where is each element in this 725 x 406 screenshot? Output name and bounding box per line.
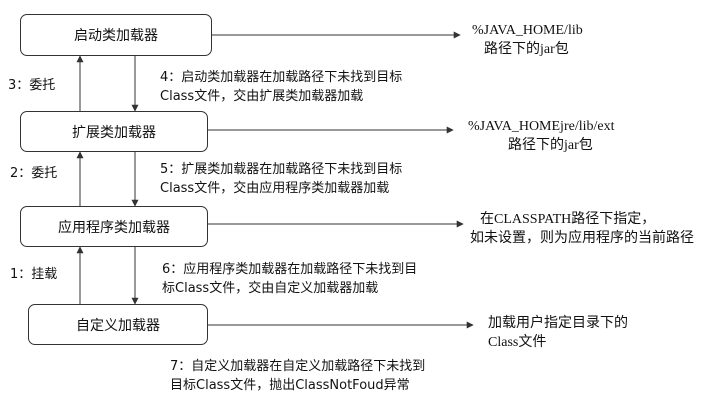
step5-line1: 5：扩展类加载器在加载路径下未找到目标: [160, 162, 403, 177]
bootstrap-classloader-box: 启动类加载器: [20, 14, 212, 56]
application-path-line2: 如未设置，则为应用程序的当前路径: [470, 231, 694, 246]
step6-line2: 标Class文件，交由自定义加载器加载: [162, 281, 379, 296]
step6-text: 6：应用程序类加载器在加载路径下未找到目 标Class文件，交由自定义加载器加载: [162, 260, 417, 298]
step7-line2: 目标Class文件，抛出ClassNotFoud异常: [170, 378, 410, 393]
application-path-text: 在CLASSPATH路径下指定， 如未设置，则为应用程序的当前路径: [470, 210, 694, 248]
step4-line2: Class文件，交由扩展类加载器加载: [160, 89, 364, 104]
step7-text: 7：自定义加载器在自定义加载路径下未找到 目标Class文件，抛出ClassNo…: [170, 357, 425, 395]
extension-path-line2: 路径下的jar包: [508, 138, 593, 153]
mount-label: 1：挂载: [10, 267, 58, 282]
delegate-label-mid: 2：委托: [10, 166, 58, 181]
extension-classloader-box: 扩展类加载器: [20, 111, 208, 152]
step6-line1: 6：应用程序类加载器在加载路径下未找到目: [162, 262, 418, 277]
extension-path-line1: %JAVA_HOMEjre/lib/ext: [468, 119, 615, 134]
custom-classloader-box: 自定义加载器: [28, 304, 208, 345]
application-path-line1: 在CLASSPATH路径下指定，: [480, 212, 656, 227]
bootstrap-path-text: %JAVA_HOME/lib 路径下的jar包: [472, 21, 583, 59]
step4-text: 4：启动类加载器在加载路径下未找到目标 Class文件，交由扩展类加载器加载: [160, 68, 402, 106]
extension-path-text: %JAVA_HOMEjre/lib/ext 路径下的jar包: [468, 117, 614, 155]
step4-line1: 4：启动类加载器在加载路径下未找到目标: [160, 70, 403, 85]
bootstrap-path-line2: 路径下的jar包: [484, 42, 569, 57]
custom-path-text: 加载用户指定目录下的 Class文件: [488, 314, 628, 352]
delegate-label-top: 3：委托: [8, 78, 56, 93]
custom-path-line1: 加载用户指定目录下的: [488, 316, 628, 331]
application-classloader-box: 应用程序类加载器: [20, 206, 208, 247]
step5-text: 5：扩展类加载器在加载路径下未找到目标 Class文件，交由应用程序类加载器加载: [160, 160, 402, 198]
bootstrap-path-line1: %JAVA_HOME/lib: [472, 23, 583, 38]
step7-line1: 7：自定义加载器在自定义加载路径下未找到: [170, 359, 426, 374]
custom-path-line2: Class文件: [488, 335, 547, 350]
step5-line2: Class文件，交由应用程序类加载器加载: [160, 181, 390, 196]
